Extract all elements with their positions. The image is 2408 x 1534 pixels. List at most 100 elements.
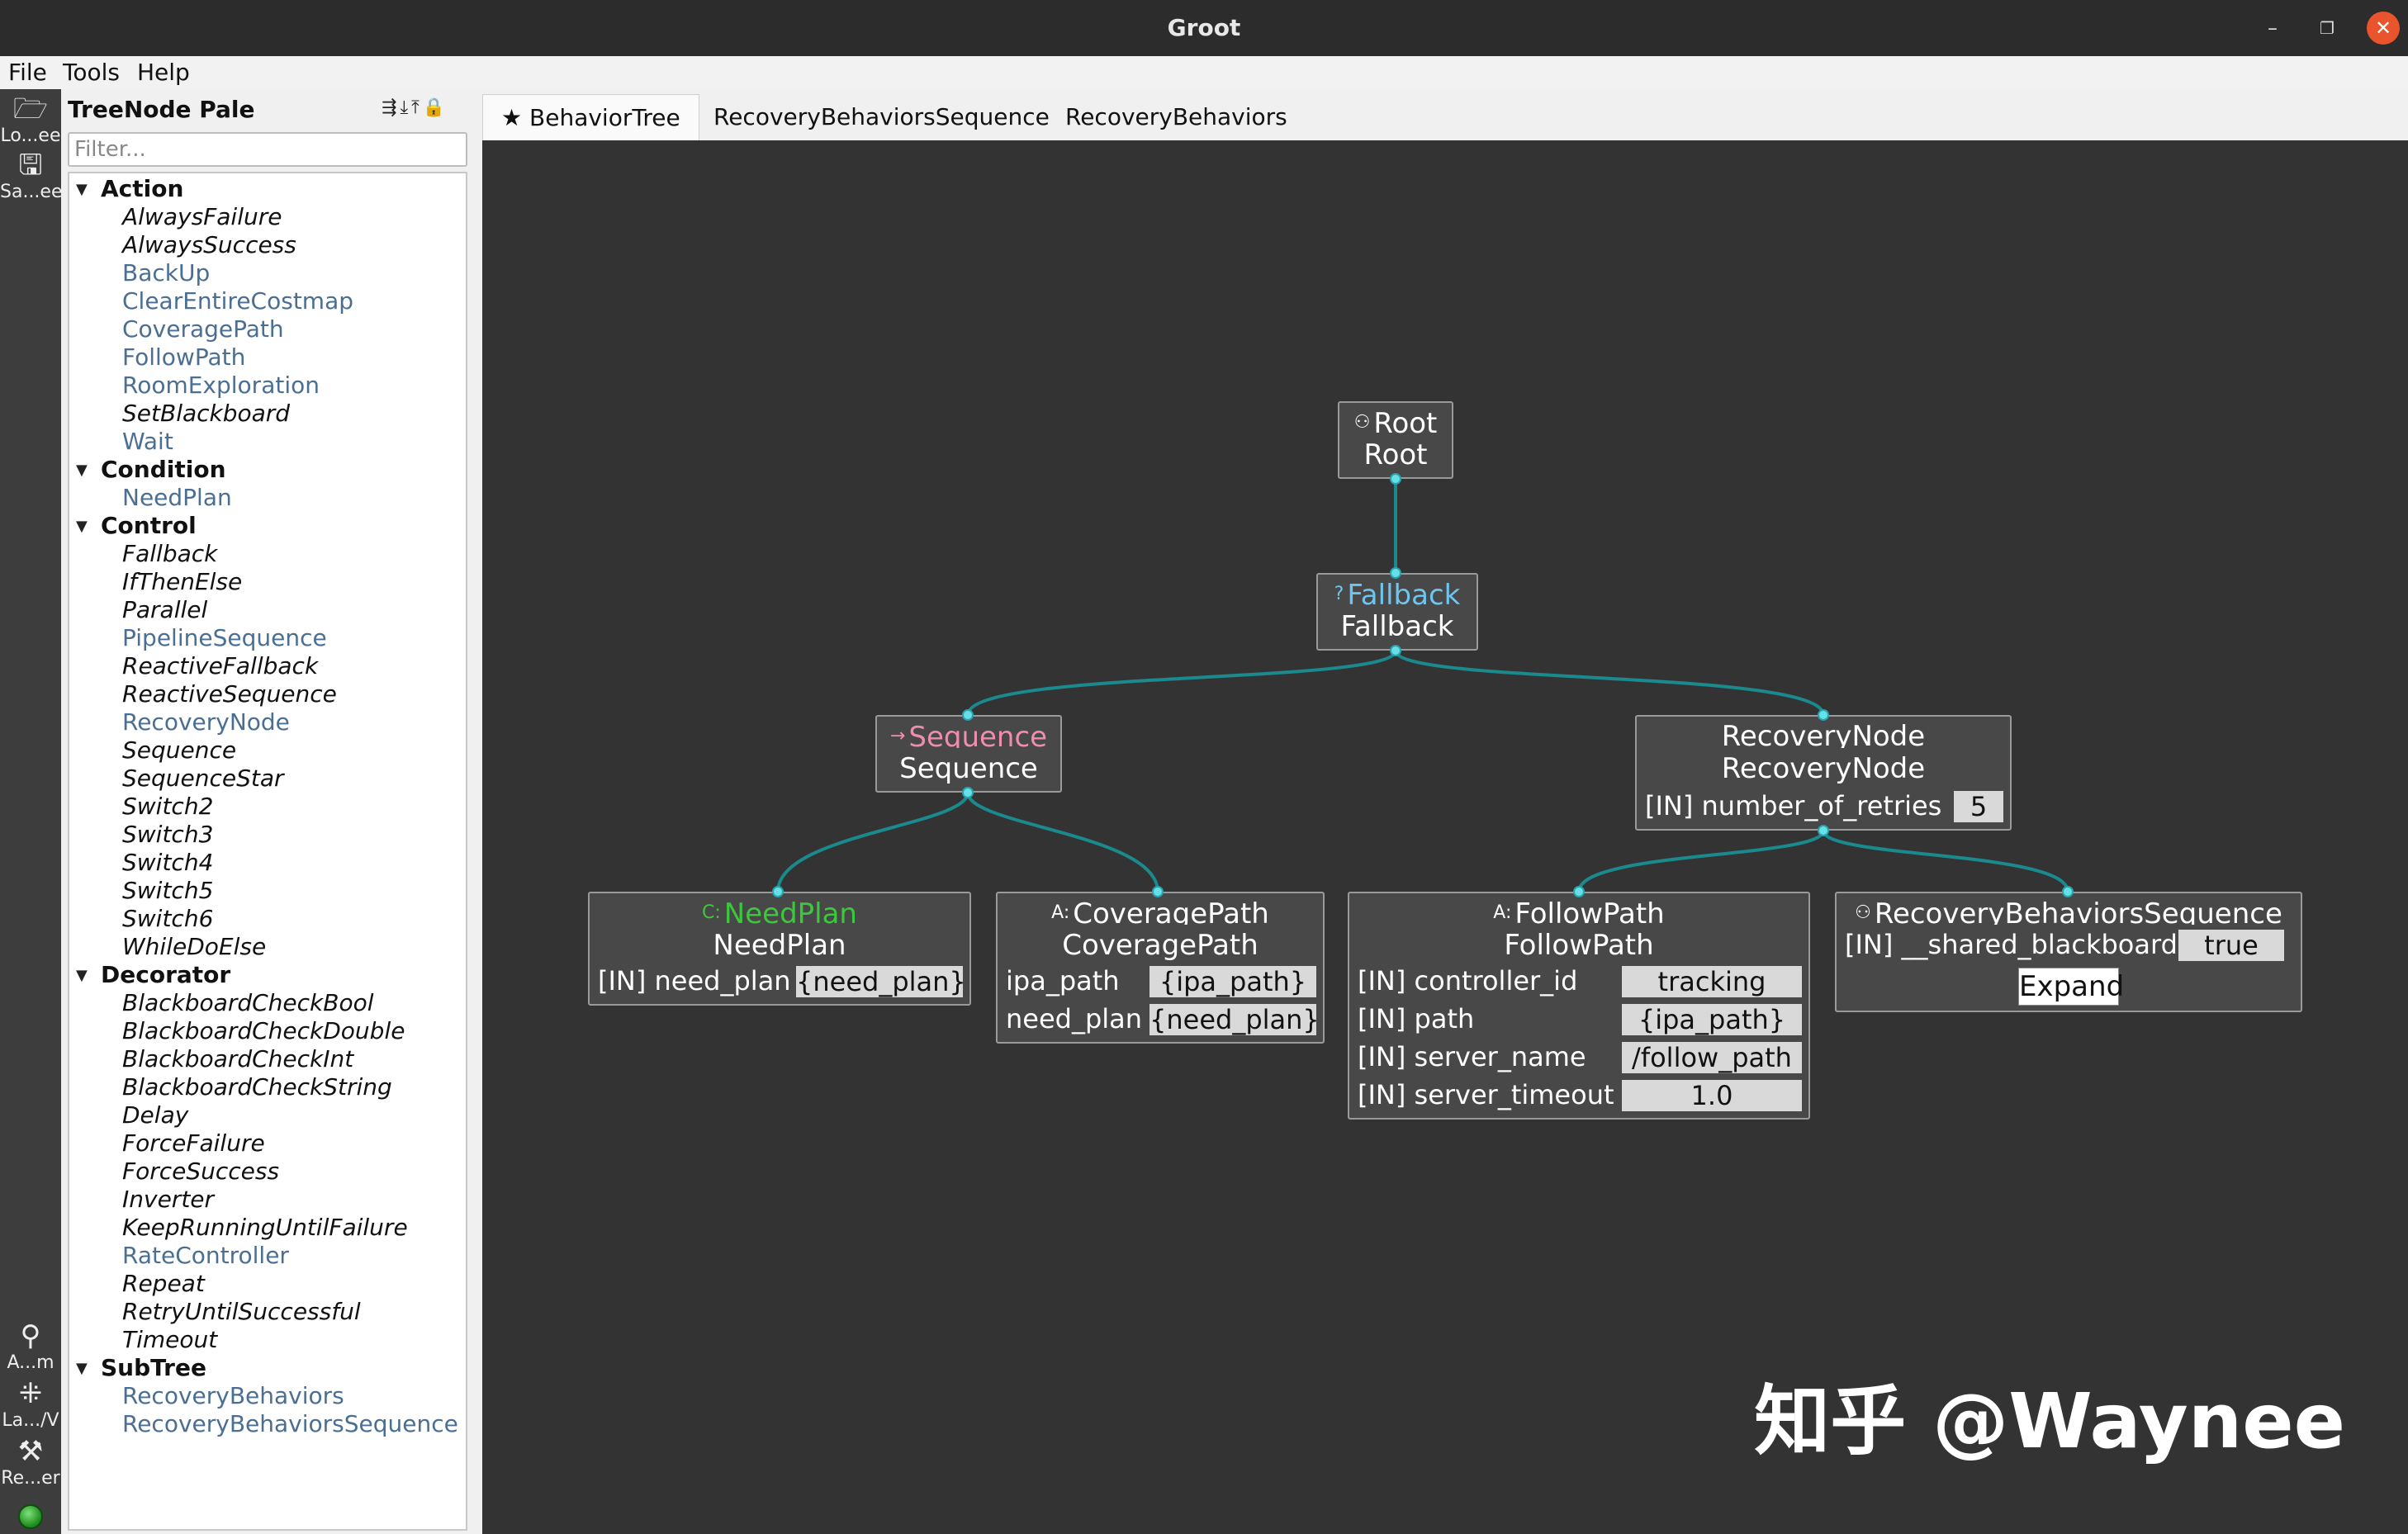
port-value[interactable]: {need_plan} <box>1149 1004 1316 1035</box>
palette-item[interactable]: IfThenElse <box>122 568 243 595</box>
port-value[interactable]: /follow_path <box>1622 1042 1802 1073</box>
palette-item[interactable]: Switch5 <box>122 877 214 904</box>
restore-icon[interactable]: ❐ <box>2320 18 2335 38</box>
palette-item[interactable]: BlackboardCheckString <box>122 1073 392 1101</box>
port-dot[interactable] <box>1818 825 1829 836</box>
minimize-icon[interactable]: – <box>2268 17 2278 40</box>
port-dot[interactable] <box>1573 886 1585 897</box>
palette-item[interactable]: KeepRunningUntilFailure <box>122 1214 408 1241</box>
node-subtree-recoverybehaviorssequence[interactable]: ⚇RecoveryBehaviorsSequence [IN] __shared… <box>1835 892 2302 1012</box>
port-dot[interactable] <box>962 709 974 721</box>
port-dot[interactable] <box>1390 567 1401 579</box>
save-tree-button[interactable]: 🖫 Sa...ee <box>0 149 61 203</box>
node-followpath[interactable]: A:FollowPath FollowPath [IN] controller_… <box>1348 892 1810 1120</box>
port-value[interactable]: true <box>2178 930 2284 961</box>
filter-input[interactable] <box>68 132 467 167</box>
palette-item[interactable]: FollowPath <box>122 343 246 371</box>
expand-arrow-icon[interactable]: ▼ <box>76 462 88 479</box>
palette-category-action[interactable]: ▼Action <box>76 175 183 204</box>
import-icon[interactable]: ⤓ <box>400 97 412 118</box>
palette-item[interactable]: Switch3 <box>122 821 214 848</box>
node-recoverynode[interactable]: RecoveryNode RecoveryNode [IN] number_of… <box>1635 715 2012 831</box>
palette-item[interactable]: AlwaysSuccess <box>122 231 296 258</box>
expand-button[interactable]: Expand <box>2018 968 2124 1006</box>
expand-arrow-icon[interactable]: ▼ <box>76 518 88 535</box>
palette-item[interactable]: Switch4 <box>122 849 214 876</box>
node-sequence[interactable]: →Sequence Sequence <box>875 715 1062 793</box>
palette-item[interactable]: ReactiveSequence <box>122 680 337 708</box>
expand-arrow-icon[interactable]: ▼ <box>76 967 88 984</box>
port-value[interactable]: {ipa_path} <box>1149 966 1316 997</box>
palette-item[interactable]: PipelineSequence <box>122 624 327 651</box>
palette-item[interactable]: Wait <box>122 428 173 455</box>
palette-item[interactable]: RecoveryBehaviorsSequence <box>122 1410 458 1437</box>
palette-item[interactable]: Switch2 <box>122 793 214 820</box>
palette-category-control[interactable]: ▼Control <box>76 512 197 541</box>
port-dot[interactable] <box>1390 645 1401 656</box>
palette-item[interactable]: Delay <box>122 1101 189 1129</box>
port-dot[interactable] <box>1152 886 1164 897</box>
palette-item[interactable]: SetBlackboard <box>122 400 291 427</box>
export-icon[interactable]: ⤒ <box>411 97 423 118</box>
palette-item[interactable]: RetryUntilSuccessful <box>122 1298 361 1325</box>
auto-arrange-button[interactable]: ⚲ A...m <box>0 1319 61 1374</box>
palette-item[interactable]: CoveragePath <box>122 315 284 343</box>
node-coveragepath[interactable]: A:CoveragePath CoveragePath ipa_path {ip… <box>996 892 1325 1044</box>
palette-item[interactable]: RoomExploration <box>122 372 320 399</box>
zoom-icon: ⚲ <box>20 1319 41 1352</box>
palette-item[interactable]: Repeat <box>122 1270 205 1297</box>
menu-file[interactable]: File <box>8 59 47 86</box>
tab-recoverybehaviorssequence[interactable]: RecoveryBehaviorsSequence <box>713 103 1050 130</box>
tree-canvas[interactable]: ⚇Root Root ?Fallback Fallback →Sequence … <box>482 140 2408 1534</box>
palette-item[interactable]: SequenceStar <box>122 765 284 792</box>
add-node-icon[interactable]: ⇶ <box>382 97 401 118</box>
palette-item[interactable]: WhileDoElse <box>122 933 267 960</box>
port-value[interactable]: {need_plan} <box>796 966 963 997</box>
node-root[interactable]: ⚇Root Root <box>1338 401 1453 479</box>
palette-item[interactable]: BlackboardCheckBool <box>122 989 374 1016</box>
palette-item[interactable]: BlackboardCheckDouble <box>122 1017 405 1044</box>
palette-item[interactable]: BackUp <box>122 259 211 286</box>
palette-category-condition[interactable]: ▼Condition <box>76 456 226 485</box>
palette-item[interactable]: RateController <box>122 1242 289 1269</box>
reorder-button[interactable]: ⚒ Re...er <box>0 1435 61 1489</box>
palette-item[interactable]: NeedPlan <box>122 484 232 511</box>
port-dot[interactable] <box>2062 886 2074 897</box>
port-value[interactable]: tracking <box>1622 966 1802 997</box>
port-dot[interactable] <box>962 787 974 798</box>
expand-arrow-icon[interactable]: ▼ <box>76 181 88 198</box>
lock-icon[interactable]: 🔒 <box>422 97 449 118</box>
palette-item[interactable]: ForceFailure <box>122 1129 265 1157</box>
load-tree-button[interactable]: 🗁 Lo...ee <box>0 92 61 147</box>
expand-arrow-icon[interactable]: ▼ <box>76 1360 88 1377</box>
palette-item[interactable]: Switch6 <box>122 905 214 932</box>
palette-item[interactable]: RecoveryBehaviors <box>122 1382 344 1409</box>
close-icon[interactable]: ✕ <box>2367 12 2400 45</box>
palette-item[interactable]: Timeout <box>122 1326 218 1353</box>
tab-recoverybehaviors[interactable]: RecoveryBehaviors <box>1065 103 1287 130</box>
layout-button[interactable]: ⁜ La.../V <box>0 1377 61 1432</box>
menu-tools[interactable]: Tools <box>63 59 120 86</box>
menu-help[interactable]: Help <box>137 59 190 86</box>
port-dot[interactable] <box>1818 709 1829 721</box>
palette-item[interactable]: RecoveryNode <box>122 708 290 736</box>
port-dot[interactable] <box>1390 473 1401 485</box>
palette-category-decorator[interactable]: ▼Decorator <box>76 961 230 990</box>
node-fallback[interactable]: ?Fallback Fallback <box>1316 573 1478 651</box>
palette-item[interactable]: ForceSuccess <box>122 1158 280 1185</box>
port-dot[interactable] <box>772 886 784 897</box>
tab-behaviortree[interactable]: ★ BehaviorTree <box>482 94 699 140</box>
palette-item[interactable]: Fallback <box>122 540 218 567</box>
palette-item[interactable]: ReactiveFallback <box>122 652 319 679</box>
palette-item[interactable]: Sequence <box>122 736 237 764</box>
port-value[interactable]: {ipa_path} <box>1622 1004 1802 1035</box>
palette-item[interactable]: AlwaysFailure <box>122 203 282 230</box>
port-value[interactable]: 1.0 <box>1622 1080 1802 1111</box>
palette-item[interactable]: Inverter <box>122 1186 215 1213</box>
port-value[interactable]: 5 <box>1954 791 2003 822</box>
palette-item[interactable]: ClearEntireCostmap <box>122 287 353 315</box>
palette-item[interactable]: BlackboardCheckInt <box>122 1045 354 1072</box>
palette-item[interactable]: Parallel <box>122 596 208 623</box>
palette-category-subtree[interactable]: ▼SubTree <box>76 1354 206 1383</box>
node-needplan[interactable]: C:NeedPlan NeedPlan [IN] need_plan {need… <box>588 892 971 1006</box>
